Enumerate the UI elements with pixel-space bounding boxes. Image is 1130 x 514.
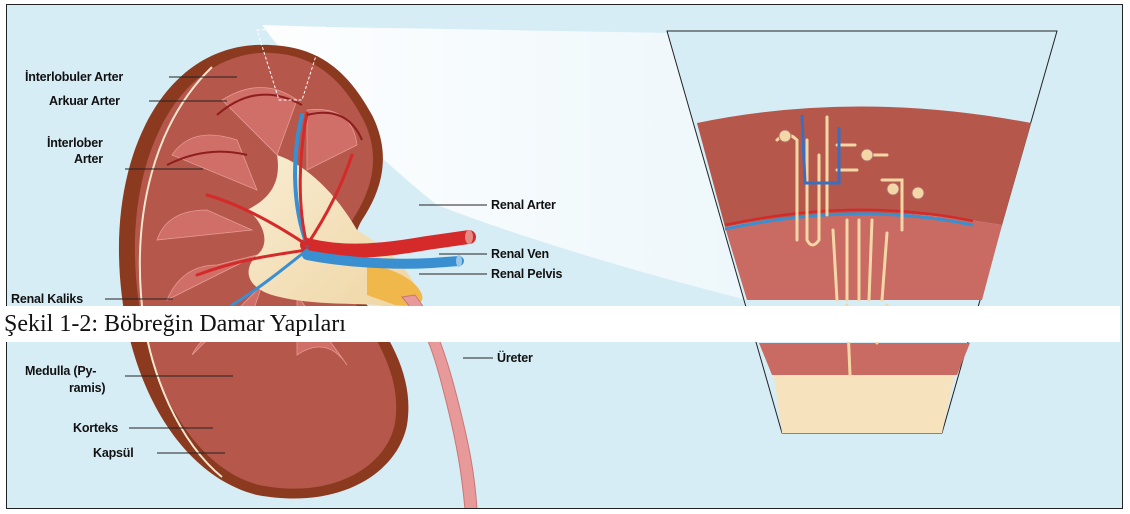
kidney-diagram: İnterlobuler Arter Arkuar Arter İnterlob… (7, 5, 1123, 509)
label-interlober-line1: İnterlober (47, 135, 103, 150)
label-ureter: Üreter (497, 350, 533, 365)
detail-inner-band (759, 343, 970, 375)
label-renal-kaliks: Renal Kaliks (11, 292, 83, 306)
label-interlobuler-arter: İnterlobuler Arter (25, 69, 123, 84)
label-renal-pelvis: Renal Pelvis (491, 267, 562, 281)
label-medulla-line2: ramis) (69, 381, 105, 395)
renal-vein-end (456, 255, 462, 267)
label-arkuar-arter: Arkuar Arter (49, 94, 120, 108)
label-korteks: Korteks (73, 421, 118, 435)
figure-frame: İnterlobuler Arter Arkuar Arter İnterlob… (6, 4, 1123, 509)
label-medulla-line1: Medulla (Py- (25, 364, 96, 378)
detail-medulla (725, 213, 1002, 300)
figure-caption: Şekil 1-2: Böbreğin Damar Yapıları (2, 306, 1120, 342)
label-interlober-line2: Arter (74, 152, 103, 166)
renal-artery-end (465, 230, 473, 244)
label-renal-arter: Renal Arter (491, 198, 556, 212)
label-renal-ven: Renal Ven (491, 247, 549, 261)
label-kapsul: Kapsül (93, 446, 133, 460)
nephron-detail (667, 31, 1057, 433)
